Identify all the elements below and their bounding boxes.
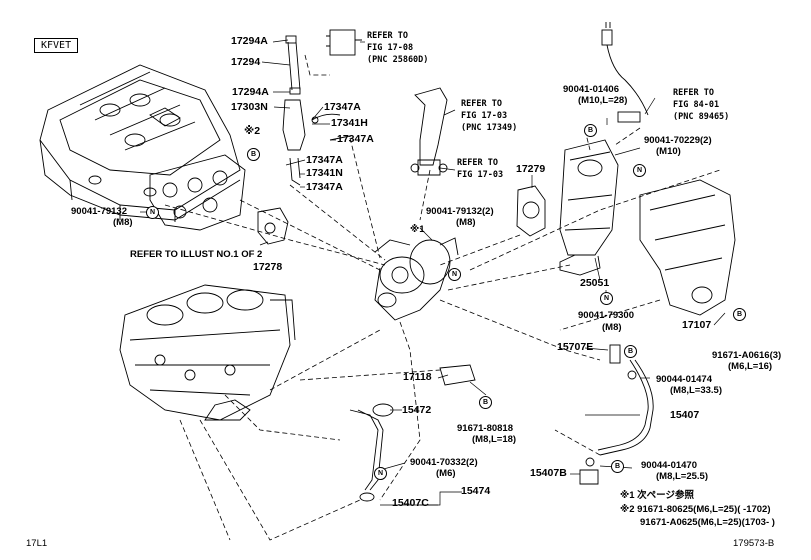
refer-fig-84-01-a: REFER TO	[673, 88, 714, 98]
legend-note-2: ※2 91671-80625(M6,L=25)( -1702)	[620, 504, 771, 515]
nut-symbol: N	[146, 206, 159, 219]
nut-symbol: N	[600, 292, 613, 305]
refer-fig-17-08-c: (PNC 25860D)	[367, 55, 429, 65]
part-17294A-mid: 17294A	[232, 86, 269, 98]
part-90041-79132-left: 90041-79132	[71, 206, 127, 217]
part-90044-01470: 90044-01470	[641, 460, 697, 471]
bolt-symbol: B	[479, 396, 492, 409]
refer-illust-note: REFER TO ILLUST NO.1 OF 2	[130, 249, 263, 260]
footer-page-code: 17L1	[26, 538, 48, 549]
hose-drawing	[282, 35, 351, 186]
part-17107: 17107	[682, 319, 712, 331]
part-25051: 25051	[580, 277, 610, 289]
part-15474: 15474	[461, 485, 491, 497]
part-90041-01406: 90041-01406	[563, 84, 619, 95]
note-mark-2: ※2	[244, 125, 261, 137]
part-91671-A0616-spec: (M6,L=16)	[728, 361, 773, 372]
bolt-symbol: B	[733, 308, 746, 321]
refer-fig-17-03b-a: REFER TO	[457, 158, 498, 168]
part-91671-80818: 91671-80818	[457, 423, 513, 434]
intake-hose-drawing	[410, 87, 448, 176]
part-15407B: 15407B	[530, 467, 567, 479]
part-91671-80818-spec: (M8,L=18)	[472, 434, 517, 445]
part-91671-A0616: 91671-A0616(3)	[712, 350, 782, 361]
refer-fig-17-03-b: FIG 17-03	[461, 111, 508, 121]
catalytic-converter-drawing	[559, 139, 619, 276]
bolt-symbol: B	[247, 148, 260, 161]
part-15407: 15407	[670, 409, 700, 421]
gasket-drawing	[149, 154, 246, 231]
part-17347A-3: 17347A	[306, 154, 343, 166]
footer-figure-number: 179573-B	[733, 538, 775, 549]
part-90041-79300: 90041-79300	[578, 310, 634, 321]
cylinder-head-drawing	[39, 64, 241, 222]
part-17347A-2: 17347A	[337, 133, 374, 145]
part-17347A-1: 17347A	[324, 101, 361, 113]
gasket-17279-drawing	[516, 185, 546, 237]
note-mark-1: ※1	[410, 224, 425, 235]
bolt-symbol: B	[611, 460, 624, 473]
part-15407C: 15407C	[392, 497, 429, 509]
part-17303N: 17303N	[231, 101, 268, 113]
part-90044-01470-spec: (M8,L=25.5)	[656, 471, 709, 482]
part-17279: 17279	[516, 163, 546, 175]
part-90041-70332: 90041-70332(2)	[410, 457, 478, 468]
refer-fig-17-03-c: (PNC 17349)	[461, 123, 518, 133]
refer-fig-17-03b-b: FIG 17-03	[457, 170, 504, 180]
part-17294: 17294	[231, 56, 261, 68]
part-17294A-top: 17294A	[231, 35, 268, 47]
part-15707E: 15707E	[557, 341, 594, 353]
refer-fig-84-01-b: FIG 84-01	[673, 100, 720, 110]
part-90041-79132-right-spec: (M8)	[456, 217, 476, 228]
part-90041-79132-right: 90041-79132(2)	[426, 206, 494, 217]
part-90044-01474-spec: (M8,L=33.5)	[670, 385, 723, 396]
heat-insulator-drawing	[639, 179, 736, 316]
legend-note-1: ※1 次ページ参照	[620, 490, 694, 501]
part-90041-70229: 90041-70229(2)	[644, 135, 712, 146]
nut-symbol: N	[633, 164, 646, 177]
part-90041-70332-spec: (M6)	[436, 468, 456, 479]
part-90041-70229-spec: (M10)	[656, 146, 681, 157]
refer-fig-84-01-c: (PNC 89465)	[673, 112, 730, 122]
part-17341H: 17341H	[331, 117, 368, 129]
cylinder-block-drawing	[119, 284, 296, 421]
solenoid-drawing	[326, 29, 362, 56]
oxygen-sensor-drawing	[601, 22, 649, 123]
turbocharger-drawing	[374, 237, 459, 321]
nut-symbol: N	[374, 467, 387, 480]
engine-code-box: KFVET	[34, 38, 79, 53]
bolt-symbol: B	[584, 124, 597, 137]
refer-fig-17-03-a: REFER TO	[461, 99, 502, 109]
nut-symbol: N	[448, 268, 461, 281]
bracket-17278-drawing	[257, 207, 289, 245]
part-17118: 17118	[403, 371, 432, 383]
part-17341N: 17341N	[306, 167, 343, 179]
part-17278: 17278	[253, 261, 283, 273]
part-15472: 15472	[402, 404, 432, 416]
refer-fig-17-08-b: FIG 17-08	[367, 43, 414, 53]
part-90041-01406-spec: (M10,L=28)	[578, 95, 628, 106]
part-17347A-4: 17347A	[306, 181, 343, 193]
part-90041-79300-spec: (M8)	[602, 322, 622, 333]
bolt-symbol: B	[624, 345, 637, 358]
part-90041-79132-left-spec: (M8)	[113, 217, 133, 228]
part-90044-01474: 90044-01474	[656, 374, 712, 385]
oil-pipe-drawing	[579, 344, 654, 485]
legend-note-3: 91671-A0625(M6,L=25)(1703- )	[640, 517, 775, 528]
refer-fig-17-08-a: REFER TO	[367, 31, 408, 41]
